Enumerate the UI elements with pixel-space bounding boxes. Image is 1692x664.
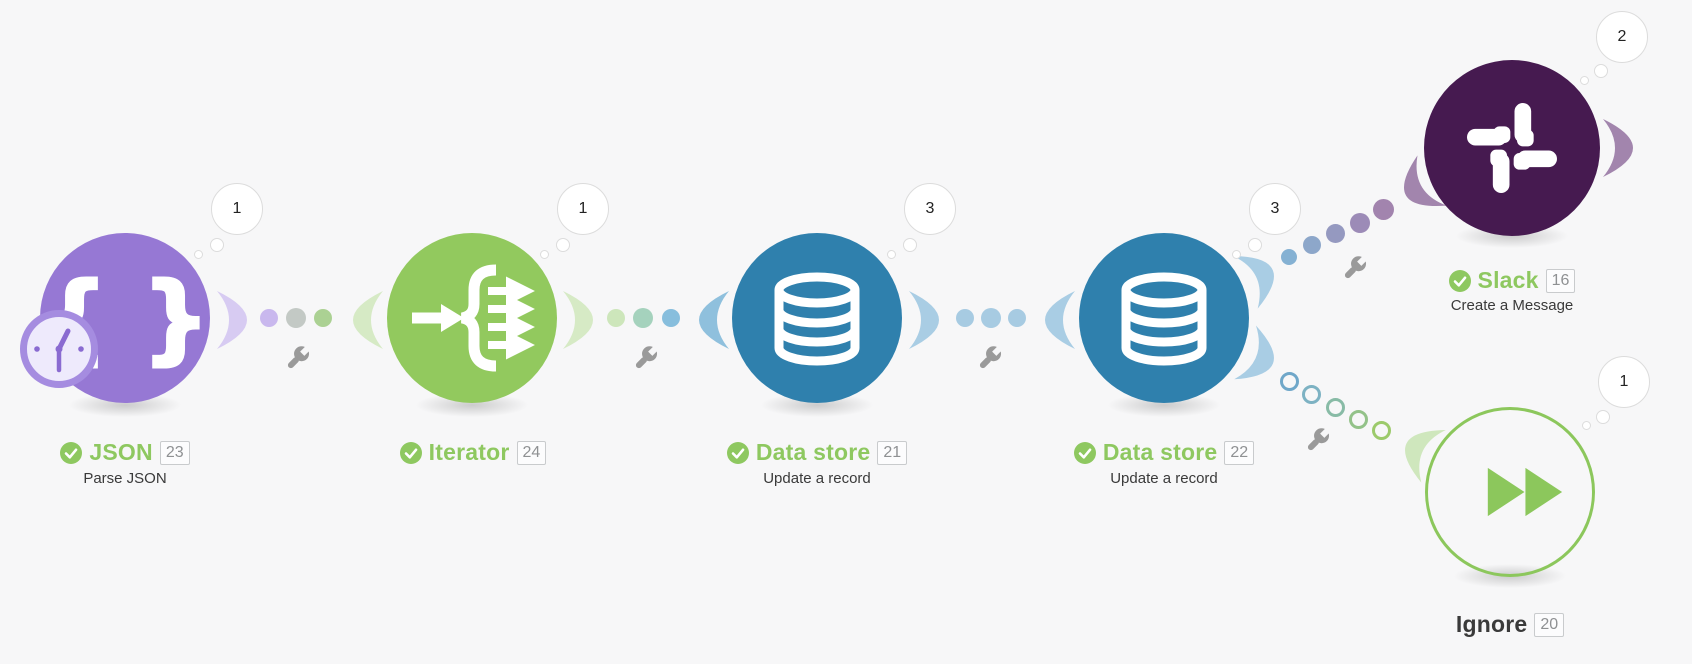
- route-ring-dot: [1302, 385, 1321, 404]
- operations-bubble[interactable]: 2: [1596, 11, 1648, 63]
- check-circle-icon: [60, 441, 83, 464]
- route-dot: [1350, 213, 1370, 233]
- datastore22-input-port: [1045, 291, 1075, 349]
- module-subtitle: Update a record: [1110, 470, 1218, 487]
- bubble-trail-dot: [903, 238, 917, 252]
- module-name: Iterator: [428, 439, 510, 465]
- route-dot: [1373, 199, 1394, 220]
- bubble-trail-dot: [1232, 250, 1241, 259]
- slack-input-port: [1403, 155, 1447, 207]
- route-dot: [1008, 309, 1026, 327]
- iterator-output-port: [563, 291, 593, 349]
- bubble-trail-dot: [540, 250, 549, 259]
- datastore22-output-port-upper: [1233, 256, 1274, 309]
- module-ignore[interactable]: [1425, 407, 1595, 577]
- ignore-input-port: [1405, 430, 1446, 483]
- route-ring-dot: [1326, 398, 1345, 417]
- module-number-badge: 22: [1224, 440, 1255, 465]
- check-circle-icon: [1448, 269, 1471, 292]
- json-output-port: [217, 291, 247, 349]
- iterator-arrows-icon: [412, 264, 535, 372]
- check-circle-icon: [726, 441, 749, 464]
- bubble-trail-dot: [210, 238, 224, 252]
- schedule-clock-icon[interactable]: [20, 310, 98, 388]
- route-dot: [956, 309, 974, 327]
- module-name: Data store: [755, 439, 871, 465]
- operations-bubble[interactable]: 3: [1249, 183, 1301, 235]
- route-ring-dot: [1372, 421, 1391, 440]
- bubble-trail-dot: [1248, 238, 1262, 252]
- datastore22-output-port-lower: [1234, 325, 1274, 380]
- module-slack-label: Slack 16: [1352, 267, 1672, 294]
- fast-forward-icon: [1487, 467, 1563, 517]
- module-json-label: JSON 23: [0, 439, 285, 466]
- module-name: JSON: [89, 439, 153, 465]
- route-dot: [314, 309, 332, 327]
- module-subtitle: Create a Message: [1450, 297, 1574, 314]
- bubble-trail-dot: [194, 250, 203, 259]
- bubble-trail-dot: [1582, 421, 1591, 430]
- route-dot: [607, 309, 625, 327]
- datastore21-output-port: [909, 291, 939, 349]
- route-dot: [981, 308, 1001, 328]
- module-number-badge: 24: [516, 440, 547, 465]
- operations-bubble[interactable]: 1: [211, 183, 263, 235]
- module-datastore22-label: Data store 22: [1004, 439, 1324, 466]
- check-circle-icon: [399, 441, 422, 464]
- module-number-badge: 16: [1545, 268, 1576, 293]
- module-subtitle: Update a record: [763, 470, 871, 487]
- slack-output-port: [1603, 119, 1633, 177]
- module-datastore21-label: Data store 21: [657, 439, 977, 466]
- route-dot: [662, 309, 680, 327]
- route-ring-dot: [1280, 372, 1299, 391]
- route-dot: [286, 308, 306, 328]
- module-datastore-22[interactable]: [1079, 233, 1249, 403]
- operations-bubble[interactable]: 1: [1598, 356, 1650, 408]
- module-number-badge: 20: [1534, 612, 1565, 637]
- operations-bubble[interactable]: 3: [904, 183, 956, 235]
- slack-logo-icon: [1467, 103, 1557, 193]
- module-iterator[interactable]: [387, 233, 557, 403]
- module-iterator-label: Iterator 24: [313, 439, 633, 466]
- module-slack[interactable]: [1424, 60, 1600, 236]
- route-dot: [1281, 249, 1297, 265]
- check-circle-icon: [1073, 441, 1096, 464]
- wrench-icon[interactable]: [972, 340, 1009, 377]
- route-dot: [260, 309, 278, 327]
- bubble-trail-dot: [1594, 64, 1608, 78]
- datastore21-input-port: [699, 291, 729, 349]
- wrench-icon[interactable]: [280, 340, 317, 377]
- route-dot: [1326, 224, 1345, 243]
- module-name: Data store: [1102, 439, 1218, 465]
- bubble-trail-dot: [1596, 410, 1610, 424]
- module-subtitle: Parse JSON: [83, 470, 167, 487]
- bubble-trail-dot: [887, 250, 896, 259]
- module-datastore-21[interactable]: [732, 233, 902, 403]
- clock-hands: [34, 328, 84, 373]
- database-icon: [774, 272, 860, 366]
- bubble-trail-dot: [556, 238, 570, 252]
- operations-bubble[interactable]: 1: [557, 183, 609, 235]
- route-dot: [1303, 236, 1321, 254]
- module-number-badge: 23: [159, 440, 190, 465]
- module-number-badge: 21: [877, 440, 908, 465]
- module-ignore-label: Ignore 20: [1350, 611, 1670, 638]
- bubble-trail-dot: [1580, 76, 1589, 85]
- iterator-input-port: [353, 291, 383, 349]
- wrench-icon[interactable]: [628, 340, 665, 377]
- module-name: Ignore: [1455, 611, 1528, 637]
- route-dot: [633, 308, 653, 328]
- route-ring-dot: [1349, 410, 1368, 429]
- module-name: Slack: [1477, 267, 1539, 293]
- database-icon: [1121, 272, 1207, 366]
